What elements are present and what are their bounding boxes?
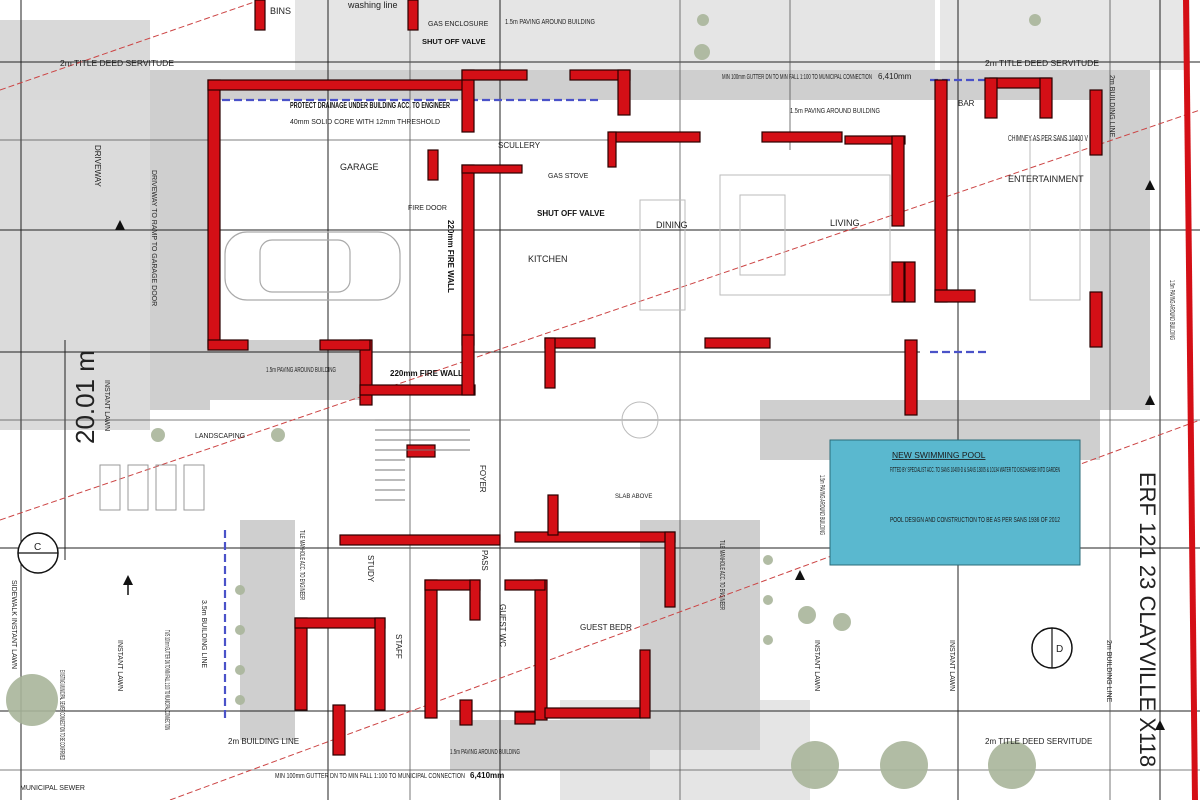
dining-label: DINING: [656, 220, 688, 230]
instant-lawn-3: INSTANT LAWN: [813, 640, 820, 691]
gas-stove-label: GAS STOVE: [548, 173, 589, 180]
guest-bedr-label: GUEST BEDR: [580, 623, 632, 632]
foyer-label: FOYER: [478, 465, 487, 493]
title-deed-bottom: 2m TITLE DEED SERVITUDE: [985, 737, 1092, 746]
driveway-label: DRIVEWAY: [93, 145, 102, 187]
title-deed-top-right: 2m TITLE DEED SERVITUDE: [985, 58, 1099, 68]
instant-lawn-4: INSTANT LAWN: [948, 640, 955, 691]
dim-6410-top: 6,410mm: [878, 72, 912, 81]
washing-line-label: washing line: [347, 0, 398, 10]
gas-enclosure-label: GAS ENCLOSURE: [428, 21, 489, 28]
gutter-note-bottom: MIN 100mm GUTTER DN TO MIN FALL 1:100 TO…: [275, 773, 465, 780]
tile-manhole-2: TILE MANHOLE ACC. TO ENGINEER: [718, 540, 725, 610]
section-marker-c: C: [17, 532, 59, 574]
swimming-pool: [829, 439, 1081, 566]
landscaping-label: LANDSCAPING: [195, 433, 245, 440]
section-marker-d: D: [1031, 627, 1073, 669]
paving-bottom: 1.5m PAVING AROUND BUILDING: [450, 749, 520, 756]
scullery-label: SCULLERY: [498, 141, 541, 150]
gutter-note-left: TWS 100mm GUTTER DN TO MIN FALL 1:100 TO…: [163, 630, 170, 730]
paving-pool: 1.5m PAVING AROUND BUILDING: [818, 475, 825, 535]
kitchen-shutoff-label: SHUT OFF VALVE: [537, 209, 605, 218]
dim-6410-bottom: 6,410mm: [470, 771, 504, 780]
bar-label: BAR: [958, 99, 975, 108]
pool-title: NEW SWIMMING POOL: [892, 450, 986, 460]
paving-top-1: 1.5m PAVING AROUND BUILDING: [505, 19, 595, 26]
sidewalk-label: SIDEWALK INSTANT LAWN: [10, 580, 17, 669]
building-line-right-top: 2m BUILDING LINE: [1108, 75, 1115, 138]
study-label: STUDY: [366, 555, 375, 583]
car-outline: [224, 231, 401, 301]
gas-shutoff-label: SHUT OFF VALVE: [422, 37, 485, 46]
svg-text:D: D: [1056, 644, 1063, 655]
instant-lawn-2: INSTANT LAWN: [116, 640, 123, 691]
guest-wc-label: GUEST WC: [498, 604, 507, 647]
pool-notes: NEW SWIMMING POOL FITTED BY SPECIALIST A…: [890, 450, 1060, 524]
pool-line-1: FITTED BY SPECIALIST ACC. TO SANS 10400-…: [890, 465, 1060, 474]
staircase: [375, 419, 470, 501]
dimension-20m: 20.01 m: [70, 350, 100, 444]
dimension-arrows: [115, 180, 1165, 730]
title-deed-top-left: 2m TITLE DEED SERVITUDE: [60, 58, 174, 68]
paving-left: 1.5m PAVING AROUND BUILDING: [266, 367, 336, 374]
fire-door-label: FIRE DOOR: [408, 205, 447, 212]
furniture: [621, 139, 1081, 439]
municipal-note: EXISTING MUNICIPAL SEWER CONNECTION TO B…: [58, 670, 65, 760]
erf-label: ERF 121 23 CLAYVILLE X118: [1135, 472, 1160, 767]
pool-line-2: POOL DESIGN AND CONSTRUCTION TO BE AS PE…: [890, 515, 1060, 524]
tile-manhole-1: TILE MANHOLE ACC. TO ENGINEER: [298, 530, 305, 600]
building-line-bottom: 2m BUILDING LINE: [228, 737, 299, 746]
landscaping-tiles: [99, 464, 205, 511]
trees: [6, 14, 1041, 789]
entertainment-label: ENTERTAINMENT: [1008, 174, 1084, 184]
room-labels: BINS washing line GAS ENCLOSURE SHUT OFF…: [10, 0, 1175, 792]
gutter-note-top: MIN 100mm GUTTER DN TO MIN FALL 1:100 TO…: [722, 74, 872, 81]
kitchen-label: KITCHEN: [528, 254, 568, 264]
living-label: LIVING: [830, 218, 860, 228]
instant-lawn-1: INSTANT LAWN: [103, 380, 110, 431]
staff-label: STAFF: [394, 634, 403, 659]
pass-label: PASS: [480, 550, 489, 571]
garage-label: GARAGE: [340, 162, 379, 172]
garage-door-note: 40mm SOLID CORE WITH 12mm THRESHOLD: [290, 119, 440, 126]
bins-label: BINS: [270, 6, 291, 16]
chimney-label: CHIMNEY AS PER SANS 10400 V: [1008, 134, 1088, 143]
municipal-sewer-label: MUNICIPAL SEWER: [20, 785, 85, 792]
driveway-note: DRIVEWAY TO RAMP TO GARAGE DOOR: [150, 170, 157, 306]
building-line-left: 3.5m BUILDING LINE: [200, 600, 207, 668]
paving-top-2: 1.5m PAVING AROUND BUILDING: [790, 108, 880, 115]
svg-text:C: C: [34, 542, 41, 553]
drainage-lines: [210, 78, 1000, 720]
building-line-right: 2m BUILDING LINE: [1105, 640, 1112, 703]
slab-above-label: SLAB ABOVE: [615, 494, 652, 500]
fire-wall-label-2: 220mm FIRE WALL: [446, 220, 455, 293]
walls: [207, 0, 1103, 756]
fire-wall-label-1: 220mm FIRE WALL: [390, 369, 463, 378]
paving-right: 1.5m PAVING AROUND BUILDING: [1168, 280, 1175, 340]
protect-drainage-note: PROTECT DRAINAGE UNDER BUILDING ACC. TO …: [290, 101, 450, 110]
